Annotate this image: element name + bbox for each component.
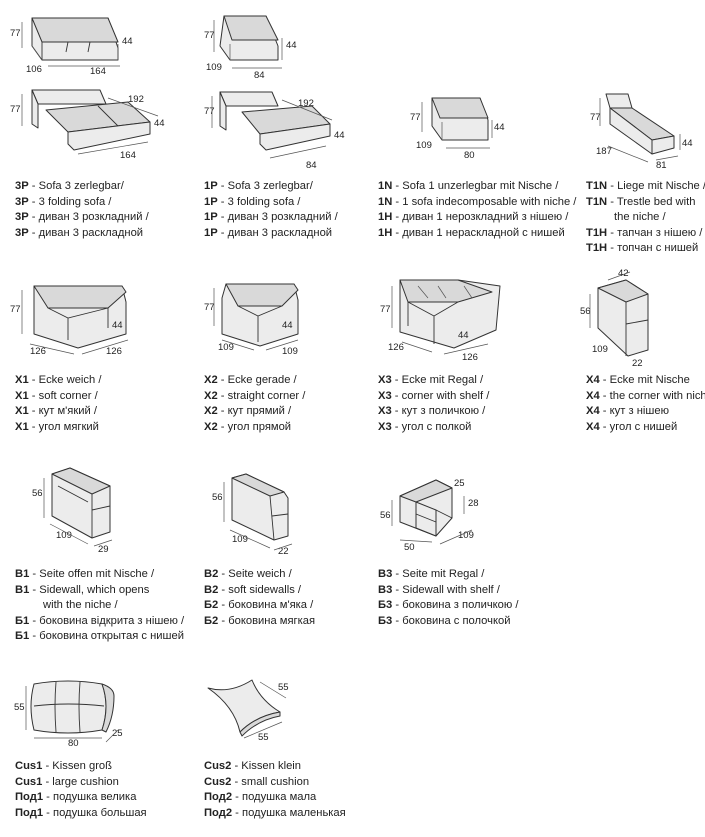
dim-height: 77 xyxy=(10,304,21,315)
dim-width: 164 xyxy=(120,150,136,161)
dim-seat-height: 44 xyxy=(112,320,123,331)
dim-height: 77 xyxy=(410,112,421,123)
dim-width: 50 xyxy=(404,542,415,553)
caption-3p: 3P - Sofa 3 zerlegbar/ 3P - 3 folding so… xyxy=(15,180,149,239)
dim-depth: 126 xyxy=(30,346,46,357)
caption-x4: X4 - Ecke mit Nische X4 - the corner wit… xyxy=(586,374,705,433)
dim-height: 56 xyxy=(380,510,391,521)
dim-seat-height: 44 xyxy=(282,320,293,331)
drawing-1n: 77 44 109 80 xyxy=(408,92,508,164)
dim-depth: 109 xyxy=(56,530,72,541)
dim-height: 77 xyxy=(204,106,215,117)
dim-width: 81 xyxy=(656,160,667,171)
dim-width: 84 xyxy=(306,160,317,171)
drawing-cus2: 55 55 xyxy=(200,672,300,744)
dim-shelf: 28 xyxy=(468,498,479,509)
dim-seat-height: 44 xyxy=(494,122,505,133)
dim-width: 126 xyxy=(106,346,122,357)
caption-1n: 1N - Sofa 1 unzerlegbar mit Nische / 1N … xyxy=(378,180,577,239)
drawing-1p-open: 77 192 44 84 xyxy=(202,86,352,172)
caption-b3: B3 - Seite mit Regal / B3 - Sidewall wit… xyxy=(378,568,519,627)
dim-width: 22 xyxy=(632,358,643,368)
dim-width: 29 xyxy=(98,544,109,555)
drawing-t1n: 77 44 187 81 xyxy=(588,90,698,172)
dim-depth: 109 xyxy=(416,140,432,151)
caption-b2: B2 - Seite weich / B2 - soft sidewalls /… xyxy=(204,568,316,627)
dim-depth: 109 xyxy=(458,530,474,541)
dim-depth: 106 xyxy=(26,64,42,75)
caption-b1: B1 - Seite offen mit Nische / B1 - Sidew… xyxy=(15,568,185,643)
dim-height: 77 xyxy=(380,304,391,315)
dim-width: 80 xyxy=(68,738,79,749)
dim-width: 22 xyxy=(278,546,289,557)
dim-width: 126 xyxy=(462,352,478,363)
caption-x3: X3 - Ecke mit Regal / X3 - corner with s… xyxy=(378,374,490,433)
caption-t1n: T1N - Liege mit Nische / T1N - Trestle b… xyxy=(586,180,705,255)
drawing-3p-closed: 77 44 106 164 xyxy=(8,8,138,78)
dim-depth: 126 xyxy=(388,342,404,353)
dim-height: 77 xyxy=(204,30,215,41)
dim-seat-height: 44 xyxy=(682,138,693,149)
dim-depth: 187 xyxy=(596,146,612,157)
caption-1p: 1P - Sofa 3 zerlegbar/ 1P - 3 folding so… xyxy=(204,180,338,239)
dim-height: 77 xyxy=(590,112,601,123)
dim-width: 84 xyxy=(254,70,265,81)
dim-height: 56 xyxy=(32,488,43,499)
dim-depth: 109 xyxy=(232,534,248,545)
dim-width: 164 xyxy=(90,66,106,77)
dim-seat-height: 44 xyxy=(286,40,297,51)
dim-height: 56 xyxy=(580,306,591,317)
dim-depth: 109 xyxy=(592,344,608,355)
drawing-cus1: 55 80 25 xyxy=(10,676,130,754)
dim-width: 109 xyxy=(282,346,298,357)
dim-height: 55 xyxy=(278,682,289,693)
caption-cus1: Cus1 - Kissen groß Cus1 - large cushion … xyxy=(15,760,147,819)
drawing-x1: 77 44 126 126 xyxy=(8,278,138,360)
drawing-x4: 42 56 109 22 xyxy=(578,268,658,368)
drawing-b3: 25 28 56 50 109 xyxy=(378,472,488,556)
caption-cus2: Cus2 - Kissen klein Cus2 - small cushion… xyxy=(204,760,346,819)
drawing-b1: 56 109 29 xyxy=(30,466,130,556)
dim-top: 25 xyxy=(454,478,465,489)
dim-width: 80 xyxy=(464,150,475,161)
dim-height: 77 xyxy=(204,302,215,313)
dim-height: 77 xyxy=(10,28,21,39)
dim-depth: 25 xyxy=(112,728,123,739)
caption-x1: X1 - Ecke weich / X1 - soft corner / X1 … xyxy=(15,374,102,433)
dim-height: 55 xyxy=(14,702,25,713)
dim-seat-height: 44 xyxy=(458,330,469,341)
drawing-3p-open: 77 192 44 164 xyxy=(8,86,168,164)
dim-width: 55 xyxy=(258,732,269,743)
dim-seat-height: 44 xyxy=(122,36,133,47)
dim-seat-height: 44 xyxy=(334,130,345,141)
drawing-b2: 56 109 22 xyxy=(210,470,300,558)
dim-length: 192 xyxy=(298,98,314,109)
dim-seat-height: 44 xyxy=(154,118,165,129)
drawing-1p-closed: 77 44 109 84 xyxy=(202,8,302,83)
dim-height: 56 xyxy=(212,492,223,503)
caption-x2: X2 - Ecke gerade / X2 - straight corner … xyxy=(204,374,306,433)
dim-top: 42 xyxy=(618,268,629,279)
dim-length: 192 xyxy=(128,94,144,105)
drawing-x3: 77 44 126 126 xyxy=(378,272,503,364)
dim-height: 77 xyxy=(10,104,21,115)
dim-depth: 109 xyxy=(206,62,222,73)
dim-depth: 109 xyxy=(218,342,234,353)
drawing-x2: 77 44 109 109 xyxy=(202,278,312,360)
